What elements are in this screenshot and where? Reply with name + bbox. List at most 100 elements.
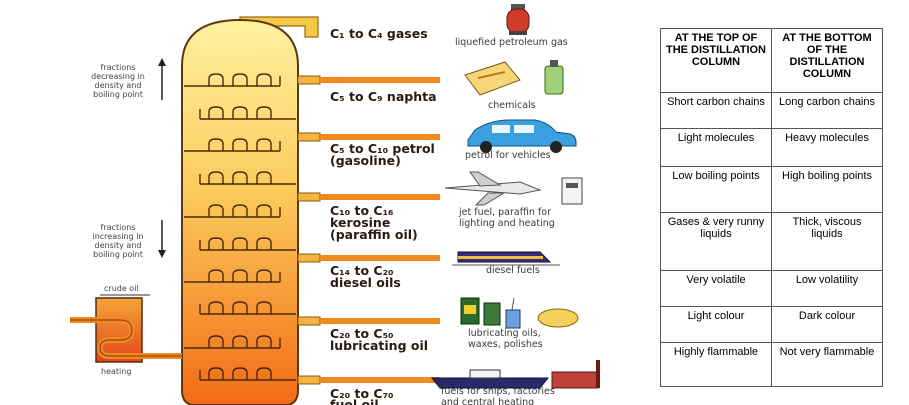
bubble-cap [208, 301, 224, 314]
gas-cylinder-icon [506, 4, 530, 35]
bubble-cap [208, 237, 224, 250]
outlet-pipe [297, 192, 321, 202]
bubble-cap [208, 73, 224, 86]
outlet-pipe [297, 132, 321, 142]
fraction-7-name2: fuel oil [330, 397, 379, 405]
fraction-6-name2: lubricating oil [330, 338, 428, 353]
bubble-cap [256, 73, 272, 86]
bubble-cap [232, 237, 248, 250]
use-4: jet fuel, paraffin for [458, 207, 551, 218]
outlet-pipe [297, 253, 321, 263]
bubble-cap [208, 106, 224, 119]
car-icon [467, 119, 577, 153]
jet-plane-icon [444, 171, 583, 206]
fractionating-column [181, 18, 299, 405]
fraction-7-name: C₂₀ to C₇₀ [330, 386, 394, 401]
cell-bottom-property: Not very flammable [771, 342, 883, 387]
bubble-cap [232, 171, 248, 184]
bubble-cap [208, 269, 224, 282]
heating-label: heating [101, 367, 131, 376]
oil-cans-icon [460, 297, 579, 329]
bubble-cap [232, 204, 248, 217]
crude-oil-heater: crude oil heating [70, 284, 182, 376]
use-6b: waxes, polishes [468, 339, 543, 350]
fraction-4-name: C₁₀ to C₁₆ [330, 203, 394, 218]
use-7: fuels for ships, factories [441, 386, 555, 397]
cell-bottom-property: Dark colour [771, 306, 883, 343]
fraction-4-name2: kerosine [330, 215, 390, 230]
distillation-diagram: crude oil heating fractions decreasing i… [70, 4, 600, 405]
bubble-cap [208, 138, 224, 151]
use-6: lubricating oils, [468, 328, 541, 339]
cell-top-property: Highly flammable [660, 342, 772, 387]
bubble-cap [232, 367, 248, 380]
arrow-top-line-1: fractions [101, 63, 136, 72]
bubble-cap [232, 73, 248, 86]
header-bottom-column: AT THE BOTTOM OF THE DISTILLATION COLUMN [771, 28, 883, 93]
fraction-3-name: C₅ to C₁₀ petrol [330, 141, 435, 156]
table-header-row: AT THE TOP OF THE DISTILLATION COLUMN AT… [660, 28, 883, 93]
bubble-cap [232, 301, 248, 314]
bubble-cap [256, 138, 272, 151]
bubble-cap [232, 269, 248, 282]
arrow-top-line-2: decreasing in [91, 72, 145, 81]
arrow-top-line-3: density and [95, 81, 142, 90]
use-7b: and central heating [441, 397, 534, 405]
use-4b: lighting and heating [459, 218, 555, 229]
comparison-table: AT THE TOP OF THE DISTILLATION COLUMN AT… [660, 28, 883, 387]
fraction-5-name2: diesel oils [330, 275, 401, 290]
cell-bottom-property: Heavy molecules [771, 128, 883, 167]
fraction-outlet-pipes [297, 75, 440, 385]
column-trays [184, 73, 296, 381]
use-2: chemicals [488, 100, 536, 111]
bubble-cap [256, 335, 272, 348]
bubble-cap [256, 269, 272, 282]
crude-oil-label: crude oil [104, 284, 139, 293]
cell-bottom-property: Low volatility [771, 270, 883, 307]
bubble-cap [256, 204, 272, 217]
cell-bottom-property: Thick, viscous liquids [771, 212, 883, 271]
chemical-bottles-icon [464, 60, 564, 96]
use-3: petrol for vehicles [465, 150, 551, 161]
bubble-cap [208, 204, 224, 217]
arrow-bottom-line-2: increasing in [92, 232, 143, 241]
cell-top-property: Gases & very runny liquids [660, 212, 772, 271]
cell-top-property: Short carbon chains [660, 92, 772, 129]
cell-top-property: Low boiling points [660, 166, 772, 213]
outlet-pipe [297, 316, 321, 326]
header-top-column: AT THE TOP OF THE DISTILLATION COLUMN [660, 28, 772, 93]
cell-bottom-property: Long carbon chains [771, 92, 883, 129]
fraction-3-name2: (gasoline) [330, 153, 401, 168]
bottom-arrow-group: fractions increasing in density and boil… [92, 220, 166, 259]
fraction-4-name3: (paraffin oil) [330, 227, 418, 242]
cell-top-property: Light molecules [660, 128, 772, 167]
fraction-2-name: C₅ to C₉ naphta [330, 89, 437, 104]
bubble-cap [256, 106, 272, 119]
arrow-top-line-4: boiling point [93, 90, 143, 99]
bubble-cap [256, 171, 272, 184]
fraction-1-name: C₁ to C₄ gases [330, 26, 428, 41]
use-5: diesel fuels [486, 265, 540, 276]
bubble-cap [208, 171, 224, 184]
fraction-6-name: C₂₀ to C₅₀ [330, 326, 394, 341]
bubble-cap [232, 335, 248, 348]
bubble-cap [232, 106, 248, 119]
ship-factory-icon [430, 360, 600, 389]
bubble-cap [256, 367, 272, 380]
outlet-pipe [297, 75, 321, 85]
top-arrow-group: fractions decreasing in density and boil… [91, 58, 166, 100]
bubble-cap [232, 138, 248, 151]
fraction-labels: C₁ to C₄ gases C₅ to C₉ naphta C₅ to C₁₀… [330, 26, 437, 405]
arrow-bottom-line-3: density and [95, 241, 142, 250]
arrow-bottom-line-4: boiling point [93, 250, 143, 259]
arrow-bottom-line-1: fractions [101, 223, 136, 232]
bubble-cap [256, 301, 272, 314]
outlet-pipe [297, 375, 321, 385]
